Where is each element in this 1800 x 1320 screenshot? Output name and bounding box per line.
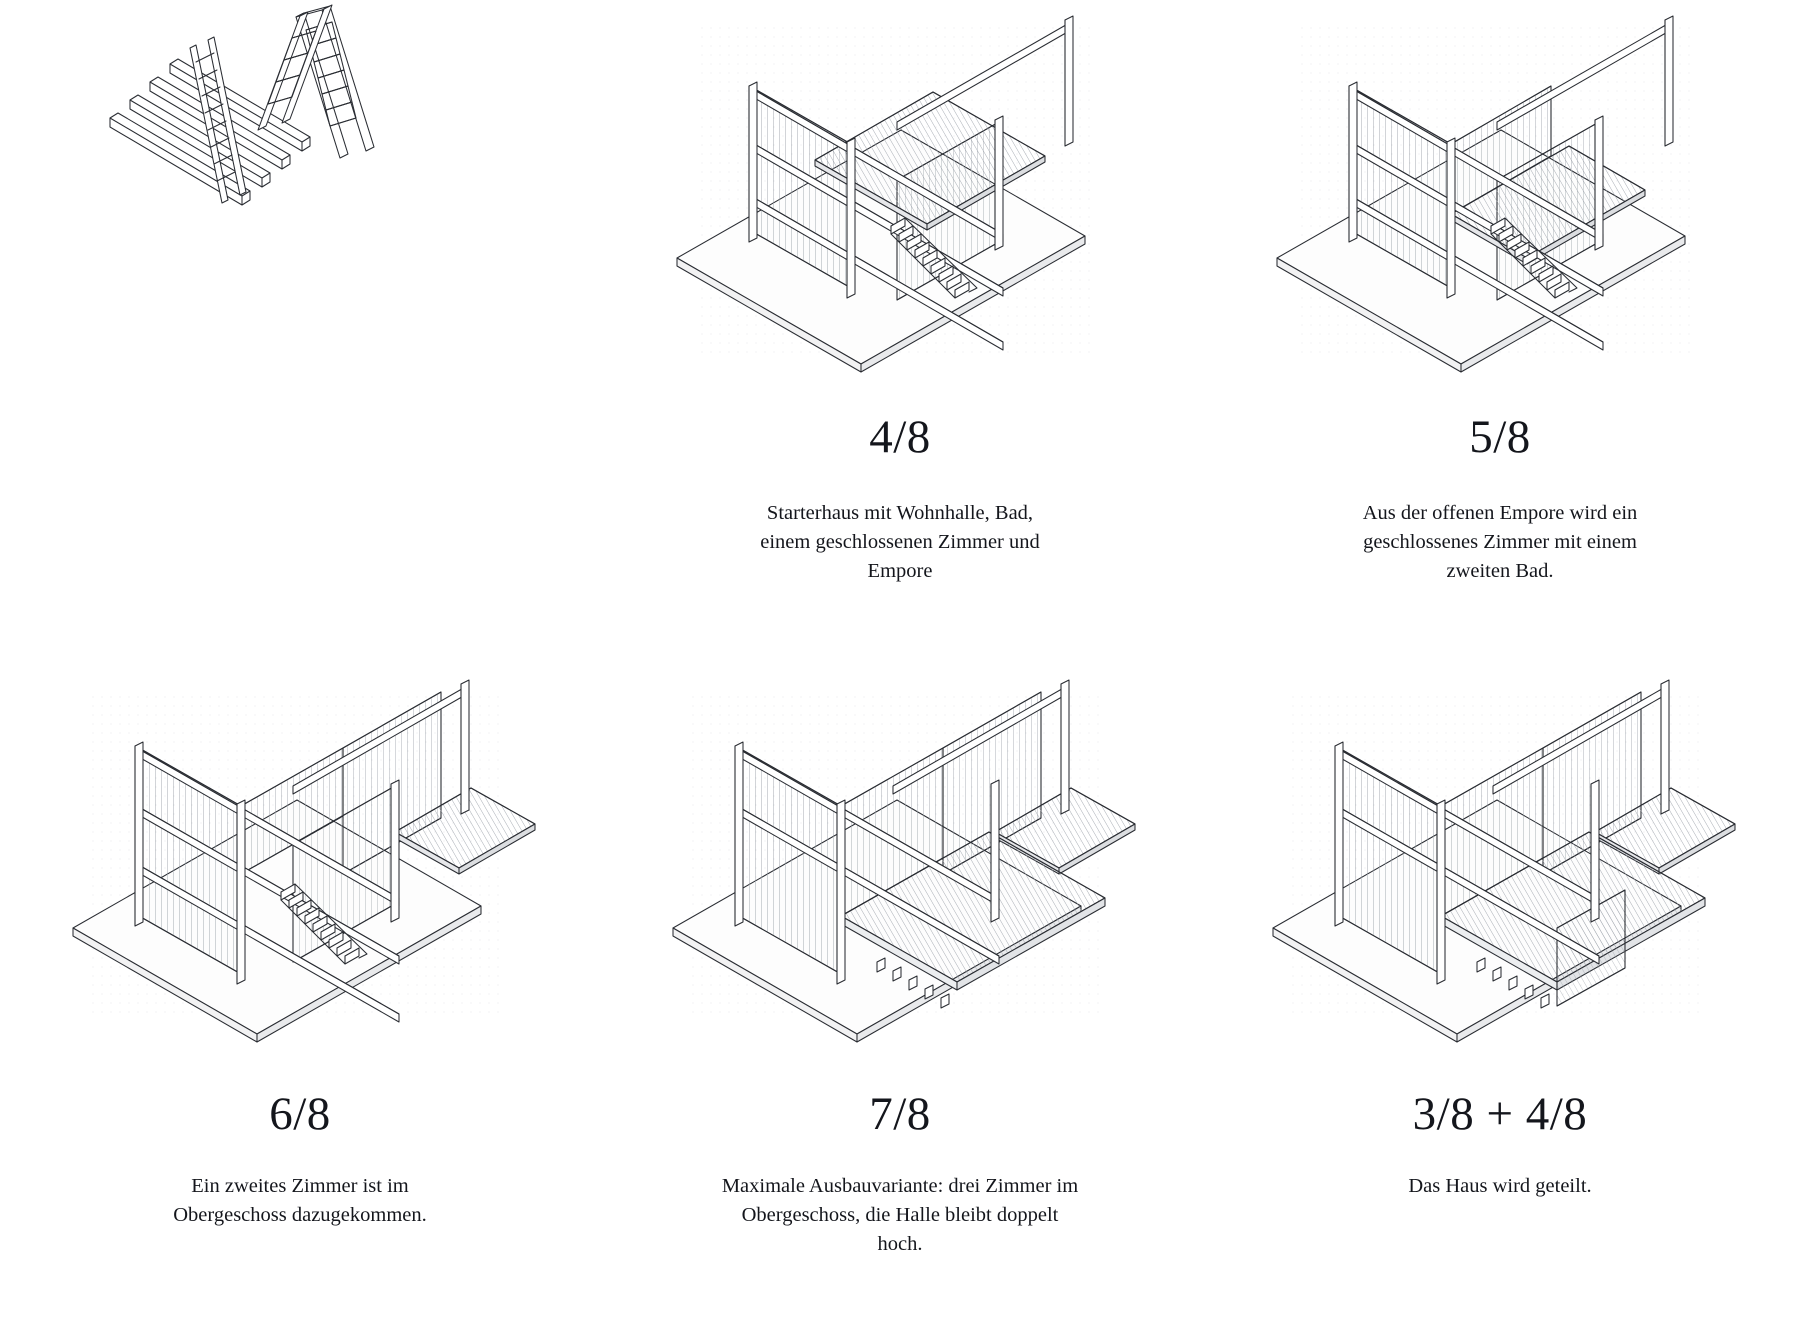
post [1590,779,1600,923]
drawing-frame-house-with-enclosed-upper-room [1200,0,1800,395]
post [846,137,856,299]
post [1436,799,1446,985]
panel-stage-4-8: 4/8 Starterhaus mit Wohnhalle, Bad, eine… [600,0,1200,660]
post [1064,15,1074,147]
post [1660,679,1670,815]
timber-beam [109,112,251,206]
post [390,779,400,923]
post [236,799,246,985]
panel-number: 7/8 [869,1088,931,1140]
hall-floor-deck [840,831,1106,1009]
post [1060,679,1070,815]
caption-block-stage-4-8: 4/8 Starterhaus mit Wohnhalle, Bad, eine… [740,395,1060,586]
dividing-wall [1556,889,1626,1007]
panel-stage-7-8: 7/8 Maximale Ausbauvariante: drei Zimmer… [600,660,1200,1320]
post [1446,137,1456,299]
panel-number: 4/8 [869,411,931,463]
panel-stage-6-8: 6/8 Ein zweites Zimmer ist im Obergescho… [0,660,600,1320]
panel-caption: Ein zweites Zimmer ist im Obergeschoss d… [173,1175,427,1227]
post [994,115,1004,251]
panel-number: 6/8 [269,1088,331,1140]
post [1334,741,1344,927]
canopy-slab [394,787,536,875]
post [748,81,758,243]
panel-caption: Das Haus wird geteilt. [1408,1175,1592,1197]
post [134,741,144,927]
staircase [890,217,978,299]
leaning-ladder [189,36,247,204]
staircase [1490,217,1578,299]
stepladder [257,4,375,159]
panel-stage-3-8-plus-4-8: 3/8 + 4/8 Das Haus wird geteilt. [1200,660,1800,1320]
post [1664,15,1674,147]
caption-block-stage-6-8: 6/8 Ein zweites Zimmer ist im Obergescho… [140,1055,460,1230]
post [836,799,846,985]
drawing-frame-house-with-mezzanine-and-stair [600,0,1200,395]
panel-caption: Maximale Ausbauvariante: drei Zimmer im … [721,1175,1079,1256]
drawing-stacked-timber-beams-and-stepladder [0,0,600,395]
post [1594,115,1604,251]
post [734,741,744,927]
panel-stage-5-8: 5/8 Aus der offenen Empore wird ein gesc… [1200,0,1800,660]
caption-block-stage-3-8-plus-4-8: 3/8 + 4/8 Das Haus wird geteilt. [1408,1055,1591,1201]
drawing-frame-house-maximum-buildout [600,660,1200,1055]
panel-caption: Starterhaus mit Wohnhalle, Bad, einem ge… [760,502,1040,583]
caption-block-stage-5-8: 5/8 Aus der offenen Empore wird ein gesc… [1340,395,1660,586]
drawing-frame-house-divided-into-two-units [1200,660,1800,1055]
panel-number: 5/8 [1469,411,1531,463]
staircase [280,883,368,965]
panel-materials [0,0,600,660]
caption-block-stage-7-8: 7/8 Maximale Ausbauvariante: drei Zimmer… [720,1055,1080,1259]
post [990,779,1000,923]
post [460,679,470,815]
panel-number: 3/8 + 4/8 [1412,1088,1588,1140]
post [1348,81,1358,243]
panel-caption: Aus der offenen Empore wird ein geschlos… [1362,502,1638,583]
drawing-frame-house-with-two-upper-rooms [0,660,600,1055]
timber-beam [149,76,291,170]
